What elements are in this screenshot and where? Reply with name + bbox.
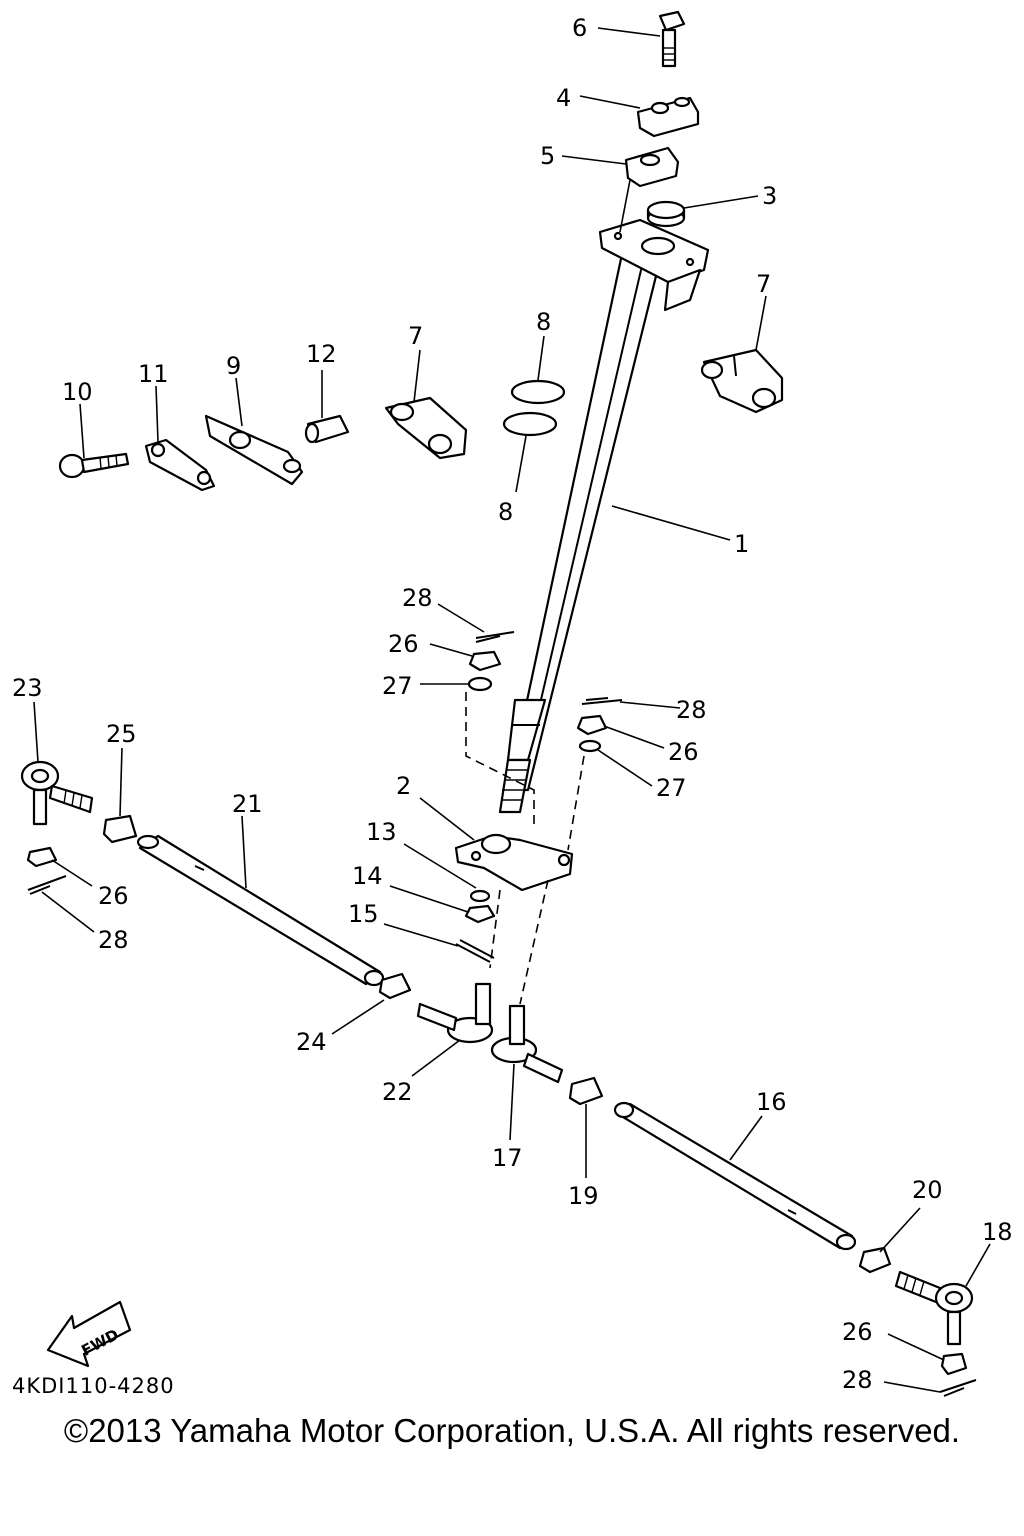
callout-15: 15 — [348, 900, 379, 928]
callout-26-left: 26 — [98, 882, 129, 910]
callout-28-upper-right: 28 — [676, 696, 707, 724]
collar-part-7-right — [700, 348, 784, 414]
tie-rod-end-part-18 — [894, 1270, 974, 1346]
callout-3: 3 — [762, 182, 777, 210]
cotter-pin-part-28-right — [939, 1379, 977, 1397]
callout-26-right: 26 — [842, 1318, 873, 1346]
nut-part-20 — [858, 1246, 892, 1274]
ball-joint-part-17 — [490, 1004, 564, 1084]
callout-18: 18 — [982, 1218, 1013, 1246]
callout-26-upper-right: 26 — [668, 738, 699, 766]
diagram-reference-code: 4KDI110-4280 — [12, 1374, 175, 1398]
callout-27-upper-right: 27 — [656, 774, 687, 802]
nut-part-14 — [464, 904, 496, 924]
arm-part-9 — [204, 414, 304, 486]
callout-11: 11 — [138, 360, 169, 388]
callout-9: 9 — [226, 352, 241, 380]
cotter-pin-part-28-left — [27, 875, 67, 895]
callout-27-upper-left: 27 — [382, 672, 413, 700]
callout-12: 12 — [306, 340, 337, 368]
callout-22: 22 — [382, 1078, 413, 1106]
copyright-notice: ©2013 Yamaha Motor Corporation, U.S.A. A… — [63, 1412, 961, 1449]
pitman-arm-part-2 — [454, 833, 574, 892]
callout-8-lower: 8 — [498, 498, 513, 526]
circlips-part-8 — [502, 379, 566, 437]
callout-7-right: 7 — [756, 270, 771, 298]
washer-part-27-upper-right — [578, 739, 602, 753]
callout-4: 4 — [556, 84, 571, 112]
cap-part-3 — [646, 200, 686, 228]
callout-17: 17 — [492, 1144, 523, 1172]
callout-labels: 6 4 5 3 7 8 7 12 9 11 10 8 1 28 26 27 23… — [12, 14, 1013, 1394]
leader-lines — [33, 27, 991, 1393]
cotter-pin-part-15 — [455, 939, 495, 963]
callout-13: 13 — [366, 818, 397, 846]
tie-rod-end-part-23 — [20, 760, 94, 826]
nut-part-25 — [102, 814, 138, 844]
callout-5: 5 — [540, 142, 555, 170]
cotter-pin-part-28-upper-left — [475, 631, 515, 643]
nut-part-26-left — [26, 846, 58, 868]
callout-19: 19 — [568, 1182, 599, 1210]
callout-23: 23 — [12, 674, 43, 702]
tie-rod-part-16 — [613, 1101, 857, 1251]
callout-21: 21 — [232, 790, 263, 818]
nut-part-26-upper-right — [576, 714, 608, 736]
collar-part-12 — [304, 414, 350, 444]
callout-7-left: 7 — [408, 322, 423, 350]
holder-part-5 — [624, 146, 680, 188]
callout-6: 6 — [572, 14, 587, 42]
callout-20: 20 — [912, 1176, 943, 1204]
cotter-pin-part-28-upper-right — [581, 697, 623, 705]
washer-part-27-upper-left — [467, 676, 493, 692]
center-lines — [465, 692, 585, 1005]
ball-joint-part-22 — [416, 982, 494, 1044]
callout-26-upper-left: 26 — [388, 630, 419, 658]
callout-28-left: 28 — [98, 926, 129, 954]
lock-washer-part-11 — [144, 438, 216, 492]
holder-part-4 — [636, 96, 700, 138]
nut-part-24 — [378, 972, 412, 1000]
callout-14: 14 — [352, 862, 383, 890]
callout-25: 25 — [106, 720, 137, 748]
bolt-part-10 — [58, 452, 130, 479]
callout-24: 24 — [296, 1028, 327, 1056]
callout-28-right: 28 — [842, 1366, 873, 1394]
callout-16: 16 — [756, 1088, 787, 1116]
nut-part-26-right — [940, 1352, 968, 1376]
callout-8-upper: 8 — [536, 308, 551, 336]
bolt-part-6 — [658, 10, 686, 68]
callout-2: 2 — [396, 772, 411, 800]
callout-28-upper-left: 28 — [402, 584, 433, 612]
washer-part-13 — [469, 889, 491, 903]
fwd-arrow-icon: FWD — [46, 1300, 132, 1368]
callout-1: 1 — [734, 530, 749, 558]
nut-part-26-upper-left — [468, 650, 502, 672]
steering-column — [498, 218, 710, 814]
callout-10: 10 — [62, 378, 93, 406]
collar-part-7-left — [384, 396, 468, 460]
tie-rod-part-21 — [136, 834, 385, 987]
nut-part-19 — [568, 1076, 604, 1106]
